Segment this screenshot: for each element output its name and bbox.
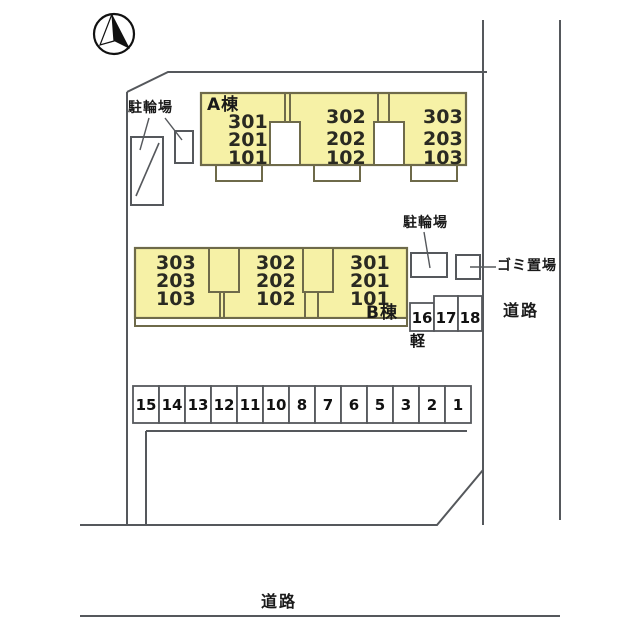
compass-needle-dark [112,14,130,49]
unit-b2-202: 202 [256,270,296,292]
building-b-group [133,246,409,327]
unit-a2-202: 202 [326,128,366,150]
building-a-stair-1 [269,121,301,166]
unit-a2-302: 302 [326,106,366,128]
stall-1 [444,385,472,424]
property-top-edge [126,71,487,93]
stall-11 [236,385,264,424]
building-a-body [199,91,468,167]
bicycle-parking-label-right: 駐輪場 [403,215,448,231]
main-parking-row-group [132,385,472,424]
stall-label-11: 11 [239,396,261,414]
compass-needle-light [99,13,115,46]
road-label-right: 道路 [503,301,540,320]
stall-label-3: 3 [400,396,412,414]
unit-a3-203: 203 [423,128,463,150]
kei-stall-label-17: 17 [435,309,457,327]
bicycle-parking-box-b [174,130,194,164]
kei-car-label: 軽 [410,332,426,350]
driveway-outline [145,431,484,526]
stall-7 [314,385,342,424]
stall-label-7: 7 [322,396,334,414]
bicycle-parking-box-a-slash [135,142,160,197]
kei-stall-16 [409,302,435,332]
building-b-stair-2 [302,247,334,293]
stall-label-12: 12 [213,396,235,414]
stall-label-2: 2 [426,396,438,414]
building-b-walkway [134,317,408,327]
garbage-area-group [455,254,496,280]
building-a-label: A棟 [207,95,240,115]
garbage-area-label: ゴミ置場 [497,258,557,274]
stall-15 [132,385,160,424]
unit-a3-103: 103 [423,147,463,169]
stall-label-1: 1 [452,396,464,414]
kei-stall-label-18: 18 [459,309,481,327]
unit-b3-301: 301 [350,252,390,274]
building-b-stair-1 [208,247,240,293]
unit-b3-201: 201 [350,270,390,292]
unit-b1-203: 203 [156,270,196,292]
unit-a1-301: 301 [228,111,268,133]
unit-b1-103: 103 [156,288,196,310]
boundary-lines [80,20,561,617]
unit-b1-303: 303 [156,252,196,274]
unit-b3-101: 101 [350,288,390,310]
kei-parking-group [409,295,483,332]
stall-label-14: 14 [161,396,183,414]
stall-12 [210,385,238,424]
bicycle-parking-right-group [410,231,448,278]
bicycle-parking-label-left: 駐輪場 [128,100,173,116]
unit-a1-201: 201 [228,129,268,151]
building-a-balcony-3 [410,165,458,182]
unit-b2-102: 102 [256,288,296,310]
bicycle-parking-left-group [130,117,194,206]
bicycle-parking-leader-1 [139,117,150,151]
stall-10 [262,385,290,424]
stall-label-6: 6 [348,396,360,414]
building-a-stair-2 [373,121,405,166]
building-a-balcony-1 [215,165,263,182]
kei-stall-label-16: 16 [411,309,433,327]
bicycle-parking-leader-3 [423,231,431,269]
stall-label-5: 5 [374,396,386,414]
stall-14 [158,385,186,424]
building-b-body [133,246,409,320]
unit-a3-303: 303 [423,106,463,128]
kei-stall-18 [457,295,483,332]
stall-label-8: 8 [296,396,308,414]
road-label-bottom: 道路 [261,592,298,611]
stall-2 [418,385,446,424]
bicycle-parking-leader-2 [164,117,183,141]
unit-b2-302: 302 [256,252,296,274]
unit-a2-102: 102 [326,147,366,169]
building-a-balcony-2 [313,165,361,182]
north-arrow-icon [92,12,136,56]
building-b-label: B棟 [366,303,398,323]
unit-a1-101: 101 [228,147,268,169]
stall-label-10: 10 [265,396,287,414]
stall-label-13: 13 [187,396,209,414]
stall-6 [340,385,368,424]
kei-stall-17 [433,295,459,332]
building-a-group [199,91,468,182]
stall-label-15: 15 [135,396,157,414]
